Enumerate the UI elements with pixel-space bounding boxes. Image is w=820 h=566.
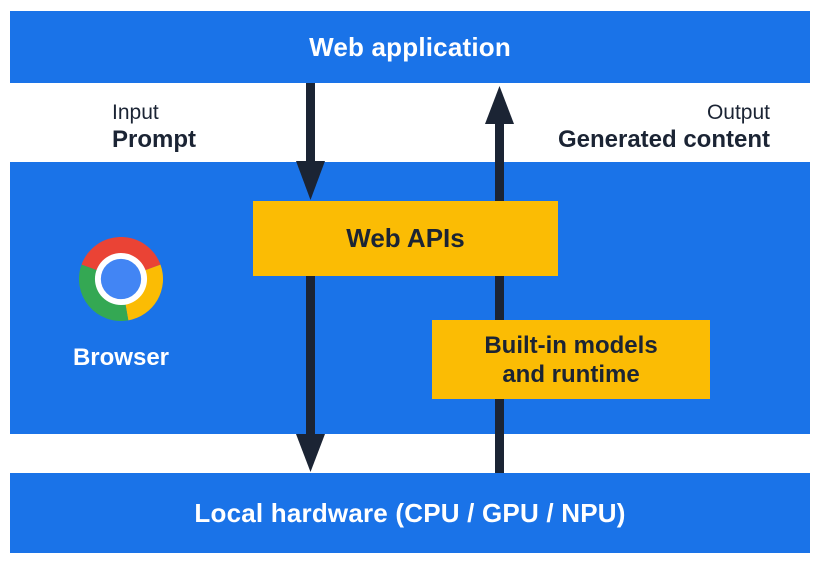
web-application-label: Web application bbox=[309, 31, 511, 62]
local-hardware-label: Local hardware (CPU / GPU / NPU) bbox=[194, 497, 626, 528]
browser-label: Browser bbox=[72, 344, 170, 371]
input-label: Input bbox=[112, 101, 159, 124]
builtin-models-label-line2: and runtime bbox=[502, 360, 640, 388]
web-application-bar: Web application bbox=[10, 11, 810, 83]
prompt-down-arrow-line-upper bbox=[306, 83, 315, 167]
input-prompt-label-group: Input Prompt bbox=[112, 100, 196, 154]
prompt-down-arrowhead-lower bbox=[296, 434, 325, 472]
output-value-label: Generated content bbox=[557, 126, 770, 153]
chrome-logo-icon bbox=[79, 237, 163, 321]
input-value-label: Prompt bbox=[112, 126, 196, 153]
local-hardware-bar: Local hardware (CPU / GPU / NPU) bbox=[10, 473, 810, 553]
builtin-models-label-line1: Built-in models bbox=[484, 331, 658, 359]
builtin-models-box: Built-in models and runtime bbox=[432, 320, 710, 399]
chrome-logo-blue-center bbox=[100, 258, 142, 300]
output-generated-content-label-group: Output Generated content bbox=[558, 100, 770, 154]
web-apis-label: Web APIs bbox=[346, 223, 465, 253]
generated-content-up-arrowhead bbox=[485, 86, 514, 124]
web-apis-box: Web APIs bbox=[253, 201, 558, 276]
output-label: Output bbox=[706, 101, 770, 124]
